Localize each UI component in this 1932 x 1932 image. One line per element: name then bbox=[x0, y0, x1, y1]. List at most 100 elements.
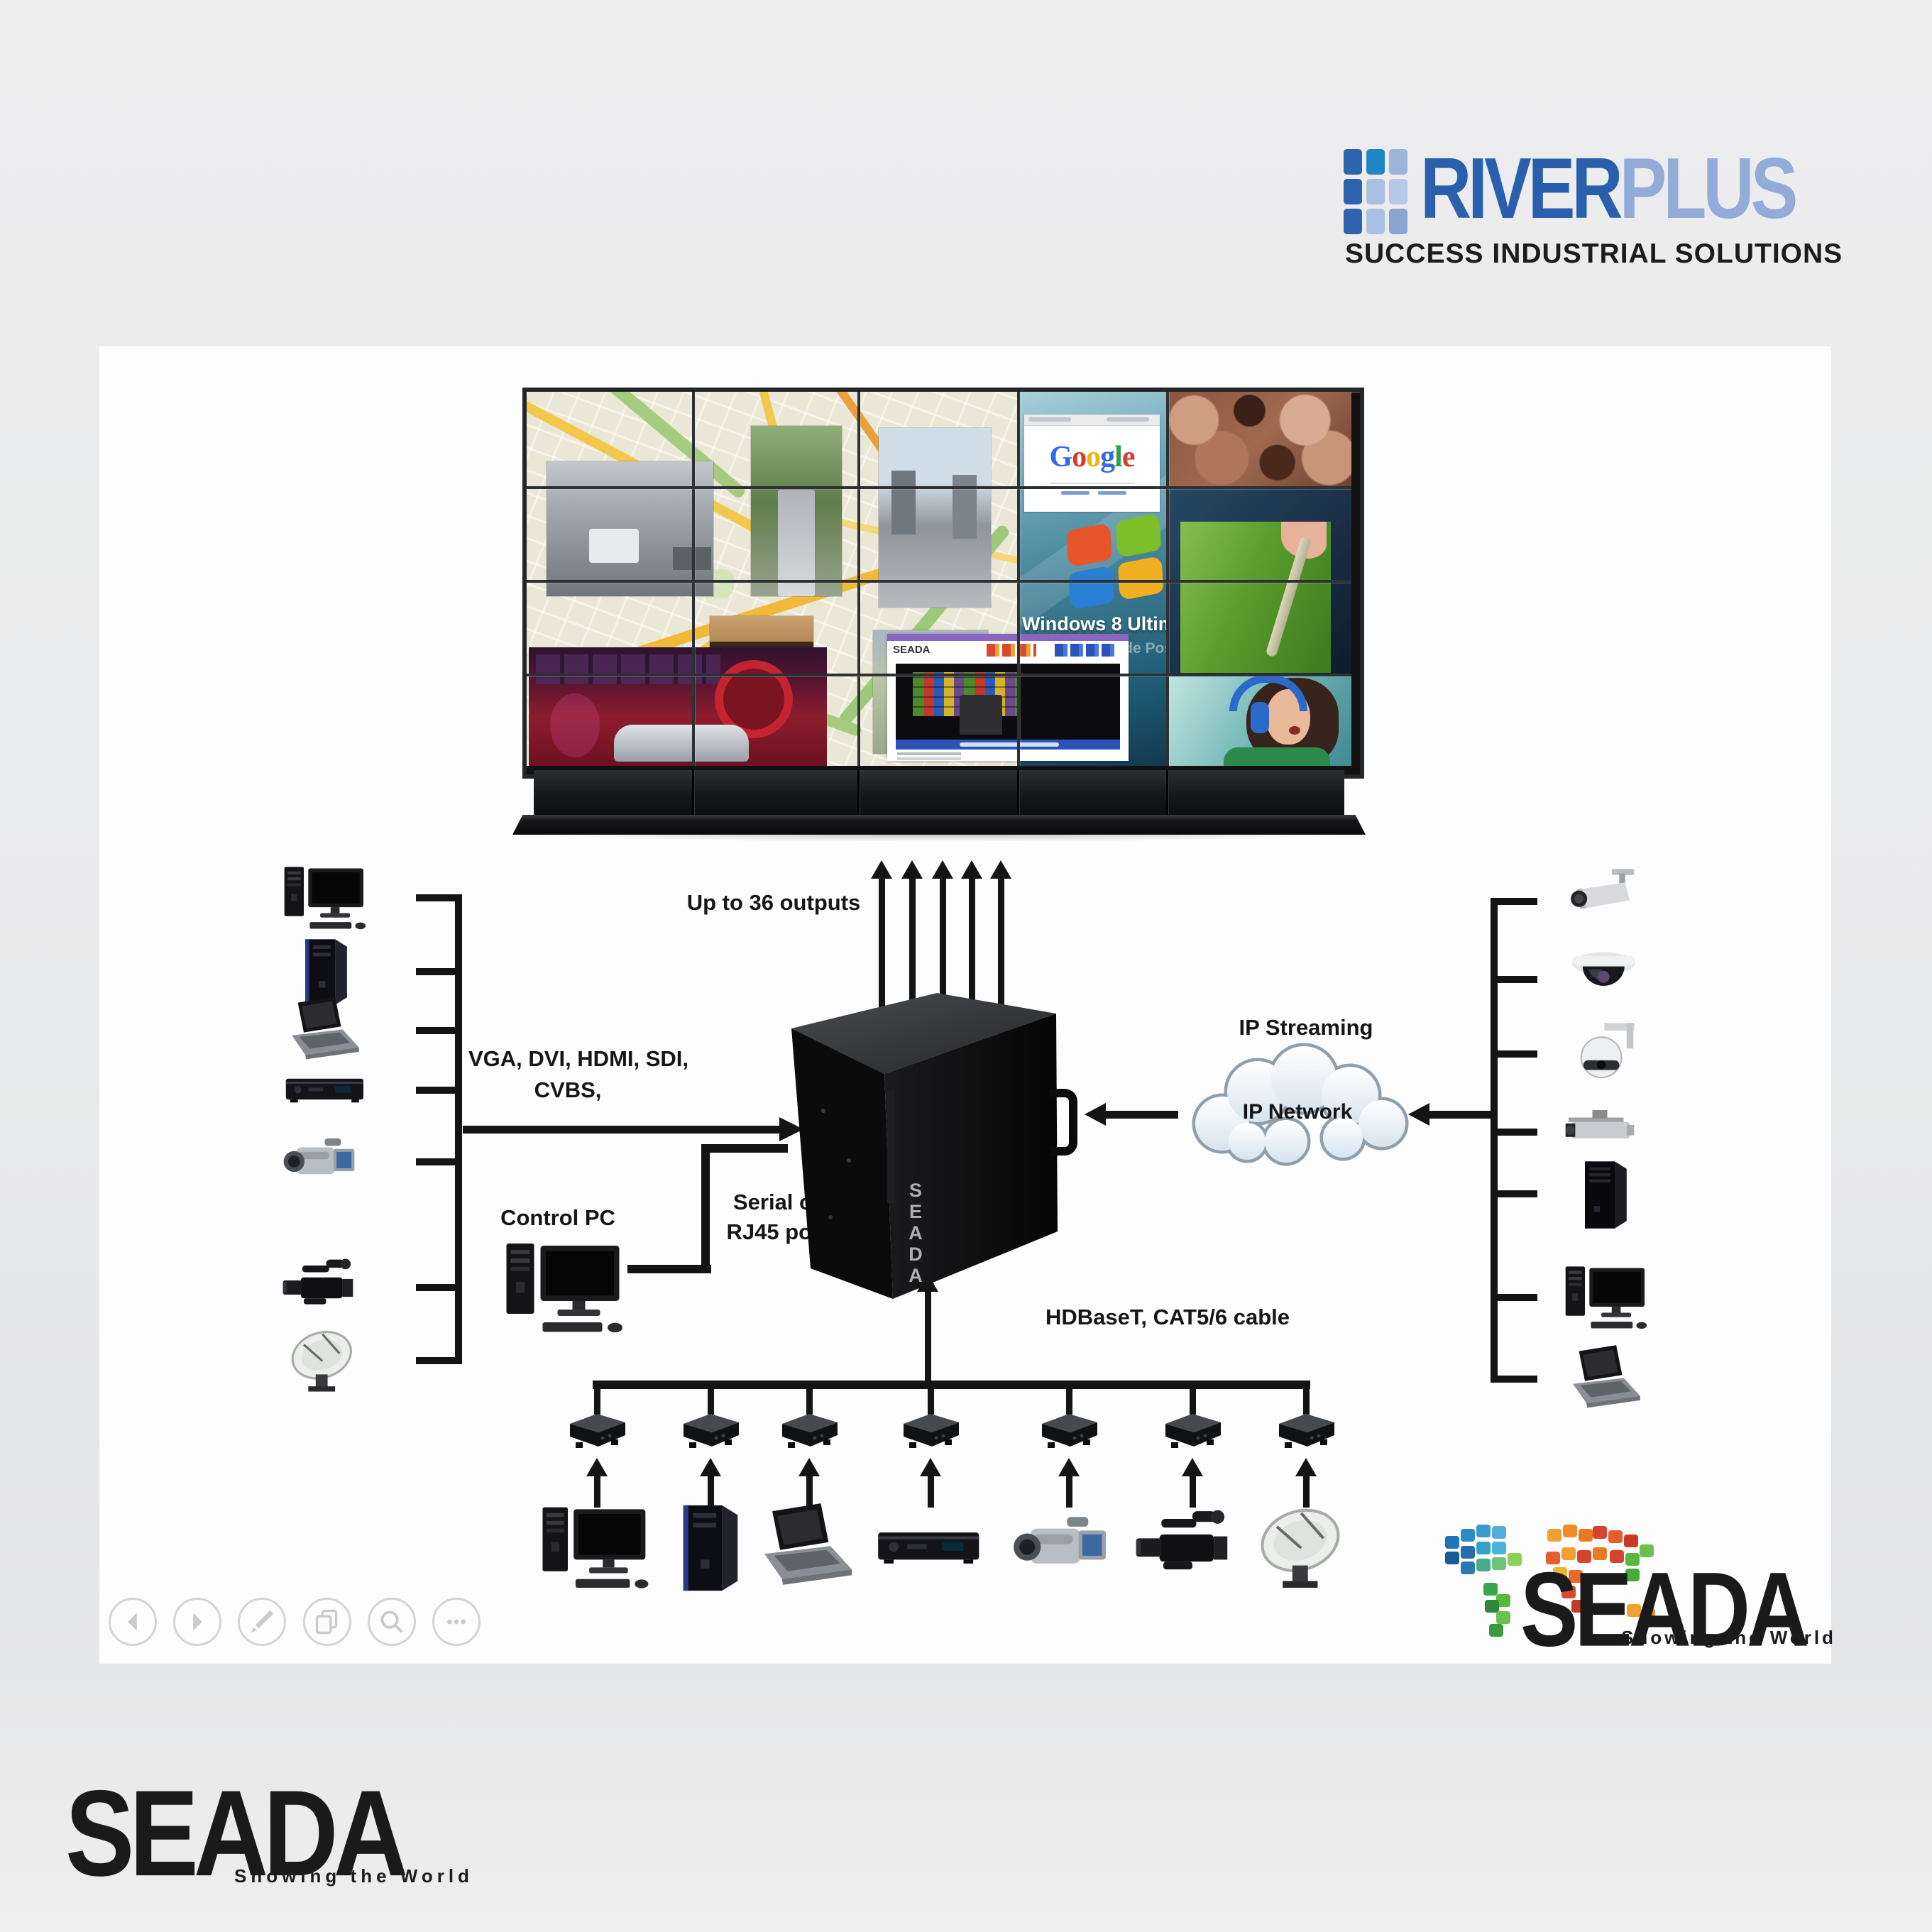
map-pixel bbox=[1625, 1553, 1640, 1566]
stand-seam bbox=[857, 770, 860, 815]
map-pixel bbox=[1445, 1552, 1459, 1564]
desktop-pc-icon bbox=[490, 1235, 642, 1341]
bullet-camera-icon bbox=[1542, 865, 1673, 939]
logo-grid-square bbox=[1389, 209, 1407, 234]
map-pixel bbox=[1561, 1547, 1576, 1560]
ptz-camera-icon bbox=[1542, 1017, 1673, 1092]
map-pixel bbox=[1461, 1561, 1475, 1574]
cloud-to-controller-arrowhead bbox=[1085, 1103, 1106, 1126]
outputs-label: Up to 36 outputs bbox=[686, 890, 861, 915]
map-pixel bbox=[1610, 1550, 1624, 1563]
map-pixel bbox=[1563, 1525, 1577, 1537]
map-pixel bbox=[1624, 1535, 1638, 1547]
bracket-tick bbox=[416, 1158, 459, 1165]
riverplus-tagline: SUCCESS INDUSTRIAL SOLUTIONS bbox=[1345, 238, 1843, 269]
brand-river: RIVER bbox=[1420, 140, 1623, 237]
controller-left-face bbox=[791, 1028, 893, 1299]
golf-club-detail bbox=[1265, 535, 1312, 658]
bracket-tick bbox=[1493, 1376, 1537, 1383]
desktop-pc-icon bbox=[250, 861, 402, 935]
ip-network-cloud bbox=[1192, 1043, 1409, 1166]
webpage-text-lines bbox=[897, 752, 961, 755]
bracket-tick bbox=[416, 968, 459, 975]
studio-glow bbox=[550, 693, 600, 757]
device-up-arrowhead bbox=[920, 1458, 941, 1476]
bus-drop bbox=[708, 1385, 714, 1415]
bracket-tick bbox=[1493, 1129, 1537, 1136]
output-arrow-line bbox=[998, 879, 1004, 1035]
device-up-line bbox=[928, 1475, 934, 1508]
bezel-line bbox=[692, 392, 695, 766]
bracket-tick bbox=[1493, 976, 1537, 983]
output-arrow-line bbox=[969, 879, 975, 1035]
headphone-cup-detail bbox=[1251, 702, 1269, 733]
map-pixel bbox=[1593, 1547, 1607, 1560]
device-up-arrowhead bbox=[1295, 1458, 1317, 1476]
camcorder-icon bbox=[1011, 1499, 1127, 1597]
cctv-feed-highway bbox=[751, 426, 842, 596]
riverplus-logo: RIVERPLUS SUCCESS INDUSTRIAL SOLUTIONS bbox=[1344, 140, 1843, 277]
previous-button[interactable] bbox=[109, 1598, 157, 1646]
brand-plus: PLUS bbox=[1619, 140, 1799, 237]
desktop-pc-icon bbox=[539, 1499, 655, 1597]
map-pixel bbox=[1625, 1569, 1640, 1581]
map-pixel bbox=[1476, 1525, 1491, 1537]
bus-drop bbox=[1190, 1385, 1196, 1415]
search-box-line bbox=[1050, 483, 1135, 484]
bracket-tick bbox=[1493, 1294, 1537, 1301]
device-up-arrowhead bbox=[586, 1458, 608, 1476]
logo-grid-square bbox=[1366, 149, 1385, 175]
hdbaset-transmitter bbox=[560, 1410, 634, 1454]
zoom-button[interactable] bbox=[368, 1598, 416, 1646]
desktop-pc-icon bbox=[1542, 1261, 1673, 1335]
map-pixel bbox=[1608, 1530, 1623, 1543]
bracket-tick bbox=[416, 1284, 459, 1291]
stand-seam bbox=[1017, 770, 1019, 815]
map-pixel bbox=[1508, 1553, 1522, 1566]
left-device-bracket bbox=[455, 894, 462, 1364]
logo-grid-square bbox=[1389, 179, 1407, 204]
satellite-dish-icon bbox=[250, 1324, 402, 1398]
webpage-header-bar bbox=[887, 634, 1129, 641]
previous-icon bbox=[128, 1613, 137, 1631]
tower-server-icon bbox=[1542, 1157, 1673, 1231]
cctv-feed-street bbox=[879, 428, 991, 608]
bracket-tick bbox=[416, 894, 459, 901]
device-up-arrowhead bbox=[798, 1458, 820, 1476]
transmitter-bus bbox=[593, 1381, 1310, 1389]
media-player-icon bbox=[872, 1499, 989, 1597]
bracket-tick bbox=[1493, 898, 1537, 905]
next-button[interactable] bbox=[173, 1598, 221, 1646]
laptop-icon bbox=[1542, 1342, 1673, 1417]
laptop-icon bbox=[250, 994, 402, 1068]
more-button[interactable] bbox=[432, 1598, 481, 1646]
map-pixel bbox=[1483, 1583, 1498, 1596]
map-pixel bbox=[1593, 1526, 1607, 1539]
webpage-thumbnails-2 bbox=[1055, 644, 1114, 657]
copy-button[interactable] bbox=[303, 1598, 351, 1646]
video-wall: Google Windows 8 Ultima... imagina de Po… bbox=[522, 388, 1364, 779]
wall-shadow bbox=[525, 835, 1356, 842]
map-pixel bbox=[1641, 1608, 1655, 1621]
edit-icon bbox=[251, 1610, 274, 1633]
hdbaset-transmitter bbox=[894, 1410, 967, 1454]
bezel-line bbox=[527, 486, 1351, 489]
bracket-tick bbox=[1493, 1190, 1537, 1197]
pro-camera-icon bbox=[250, 1251, 402, 1325]
bus-drop bbox=[1303, 1385, 1310, 1415]
map-pixel bbox=[1485, 1600, 1499, 1613]
bracket-tick bbox=[416, 1027, 459, 1034]
logo-grid-square bbox=[1366, 179, 1385, 204]
logo-grid-square bbox=[1389, 149, 1407, 175]
map-pixel bbox=[1492, 1526, 1506, 1539]
ip-streaming-label: IP Streaming bbox=[1239, 1015, 1373, 1040]
stand-seam bbox=[692, 770, 694, 815]
device-up-line bbox=[594, 1475, 600, 1508]
google-page-tile: Google bbox=[1024, 415, 1160, 512]
bracket-tick bbox=[1493, 1050, 1537, 1058]
cctv-feed-traffic bbox=[547, 461, 713, 596]
edit-button[interactable] bbox=[238, 1598, 286, 1646]
hdbaset-transmitter bbox=[1156, 1410, 1229, 1454]
more-icon bbox=[446, 1619, 466, 1625]
